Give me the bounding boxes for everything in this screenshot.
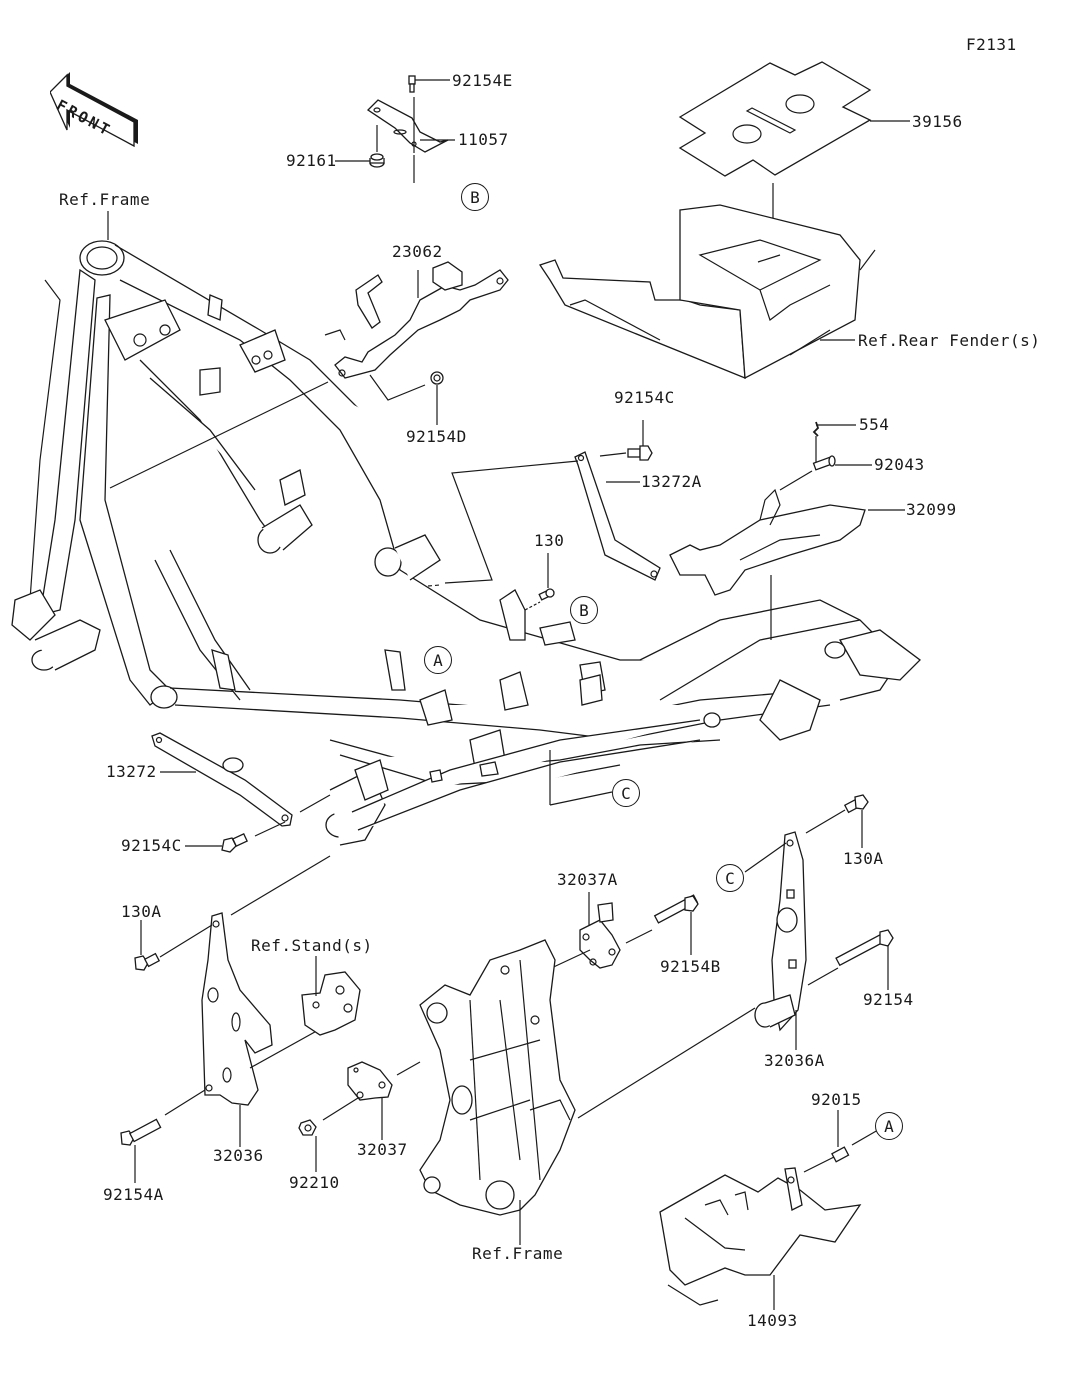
callout-A-frame: A — [424, 646, 452, 674]
part-130-bolt — [538, 588, 555, 601]
engine-mount-cradle — [419, 939, 576, 1216]
part-32036A-plate — [754, 831, 807, 1032]
front-direction-arrow: FRONT — [49, 68, 146, 158]
part-label-92154E[interactable]: 92154E — [452, 71, 513, 90]
part-label-23062[interactable]: 23062 — [392, 242, 443, 261]
part-130A-bolt-right — [843, 794, 869, 814]
part-32037A-plate — [579, 902, 621, 969]
part-label-92154A[interactable]: 92154A — [103, 1185, 164, 1204]
part-label-92043[interactable]: 92043 — [874, 455, 925, 474]
callout-C-frame: C — [612, 779, 640, 807]
stand-bracket — [301, 971, 361, 1036]
part-130A-bolt-left — [134, 952, 161, 971]
part-label-32037A[interactable]: 32037A — [557, 870, 618, 889]
part-label-554[interactable]: 554 — [859, 415, 890, 434]
part-label-13272[interactable]: 13272 — [106, 762, 157, 781]
part-label-11057[interactable]: 11057 — [458, 130, 509, 149]
part-label-130A-left[interactable]: 130A — [121, 902, 162, 921]
part-label-14093[interactable]: 14093 — [747, 1311, 798, 1330]
battery-case — [538, 204, 876, 380]
part-label-130A-right[interactable]: 130A — [843, 849, 884, 868]
callout-A-cover: A — [875, 1112, 903, 1140]
part-92154E-bolt — [408, 75, 416, 93]
part-92015-collar — [831, 1146, 850, 1163]
part-label-92015[interactable]: 92015 — [811, 1090, 862, 1109]
part-32036-plate — [201, 912, 273, 1106]
part-label-92154B[interactable]: 92154B — [660, 957, 721, 976]
part-label-92210[interactable]: 92210 — [289, 1173, 340, 1192]
part-label-32099[interactable]: 32099 — [906, 500, 957, 519]
part-92154A-bolt — [120, 1118, 162, 1146]
part-label-39156[interactable]: 39156 — [912, 112, 963, 131]
part-92210-nut — [298, 1119, 317, 1136]
part-92154C-bolt-top — [627, 445, 653, 461]
part-label-32036[interactable]: 32036 — [213, 1146, 264, 1165]
part-label-92154C-left[interactable]: 92154C — [121, 836, 182, 855]
part-92154-bolt — [835, 929, 894, 967]
part-39156-pad — [678, 61, 872, 177]
callout-B-top: B — [461, 183, 489, 211]
ref-frame-bottom-label: Ref.Frame — [472, 1244, 564, 1263]
part-label-92154D[interactable]: 92154D — [406, 427, 467, 446]
part-92161-grommet — [369, 153, 385, 168]
part-label-92161[interactable]: 92161 — [286, 151, 337, 170]
ref-frame-top-label: Ref.Frame — [59, 190, 151, 209]
part-13272-stay — [151, 732, 293, 827]
ref-stand-label: Ref.Stand(s) — [251, 936, 373, 955]
callout-C-plate: C — [716, 864, 744, 892]
part-label-92154[interactable]: 92154 — [863, 990, 914, 1009]
part-92043-pin — [812, 455, 836, 471]
part-92154D-bolt — [430, 371, 444, 385]
part-92154C-bolt-left — [221, 832, 248, 853]
figure-id: F2131 — [966, 35, 1017, 54]
part-label-130[interactable]: 130 — [534, 531, 565, 550]
part-label-13272A[interactable]: 13272A — [641, 472, 702, 491]
callout-B-frame: B — [570, 596, 598, 624]
part-92154B-bolt — [653, 894, 699, 924]
part-23062-bracket — [324, 261, 509, 379]
part-32037-plate — [347, 1061, 393, 1101]
part-554-clip — [812, 421, 820, 437]
part-11057-bracket — [366, 99, 449, 153]
part-32099-tray — [669, 488, 866, 596]
front-arrow-icon — [49, 72, 138, 148]
ref-rear-fender-label: Ref.Rear Fender(s) — [858, 331, 1041, 350]
part-label-32036A[interactable]: 32036A — [764, 1051, 825, 1070]
part-13272A-stay — [574, 451, 661, 581]
part-label-92154C-top[interactable]: 92154C — [614, 388, 675, 407]
part-label-32037[interactable]: 32037 — [357, 1140, 408, 1159]
part-14093-cover — [659, 1167, 862, 1306]
